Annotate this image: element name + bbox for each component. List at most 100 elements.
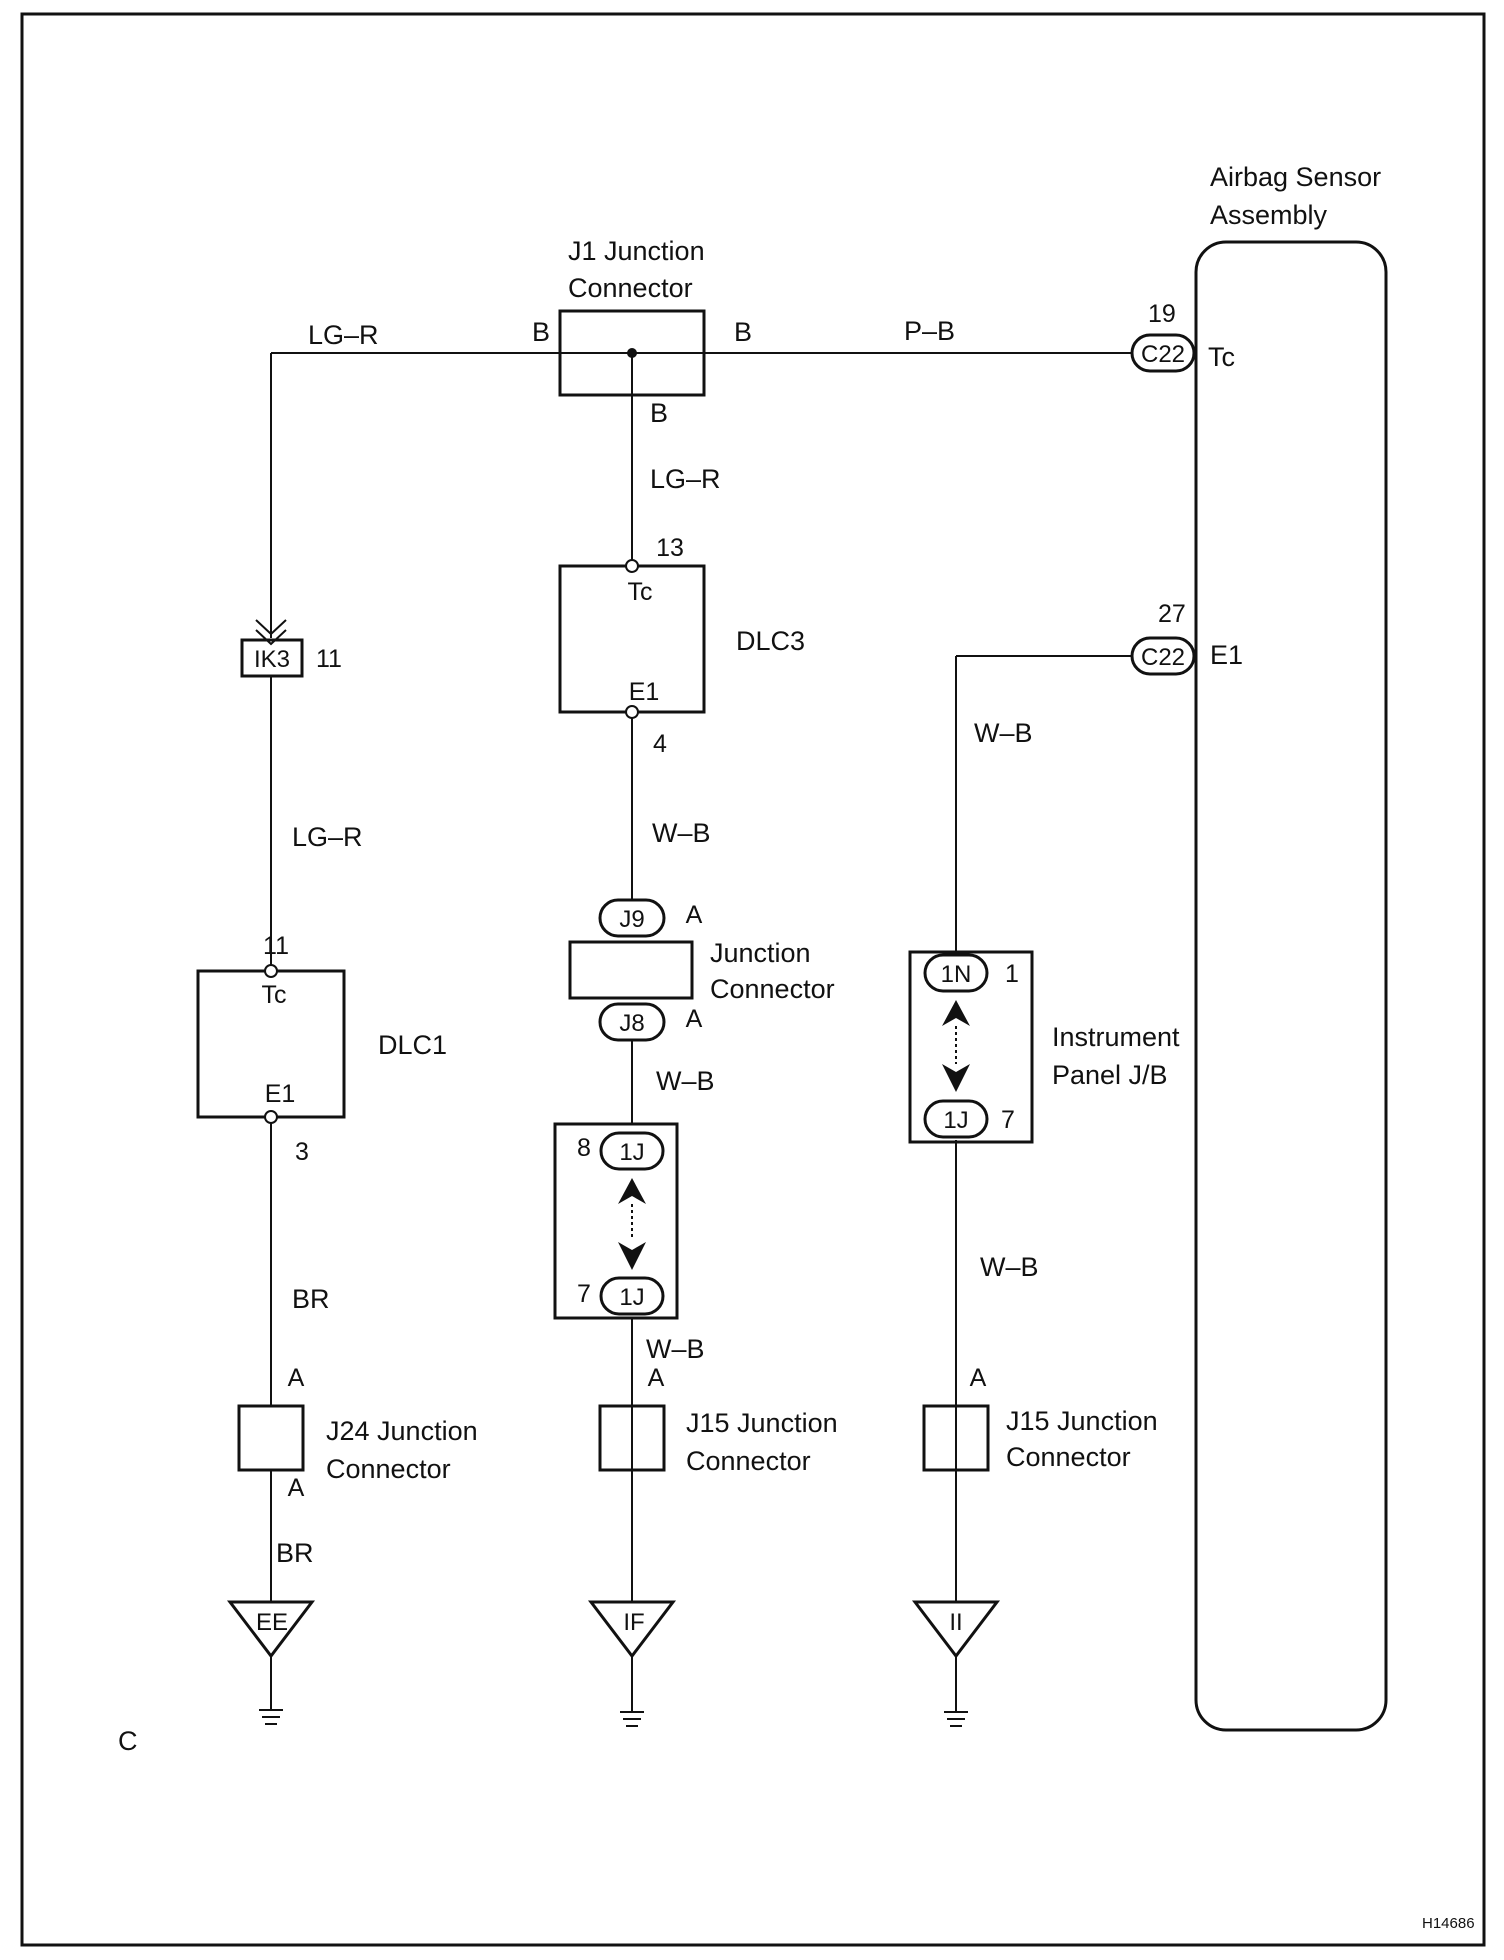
- c22-e1-connector: [1130, 636, 1196, 676]
- ik3-pin: 11: [316, 645, 342, 673]
- wire-label-j24-ground: BR: [276, 1538, 314, 1568]
- j15-center-connector: [598, 1404, 666, 1472]
- airbag-pin-tc: Tc: [1208, 342, 1235, 372]
- j1-pin-bottom: B: [650, 398, 668, 428]
- j1-splice-dot: [627, 348, 637, 358]
- dlc1-e1: E1: [265, 1080, 296, 1108]
- dlc1-tc-terminal: [264, 964, 278, 978]
- airbag-label-2: Assembly: [1210, 200, 1328, 230]
- ground-ii-triangle: [911, 1600, 1001, 1659]
- j15-right-label-1: J15 Junction: [1006, 1406, 1158, 1436]
- center-jb-bottom-connector: [599, 1276, 665, 1316]
- ground-if-triangle: [587, 1600, 677, 1659]
- ground-ii-label: II: [949, 1609, 962, 1636]
- ipjb-top-label: 1N: [941, 961, 972, 988]
- j1-pin-left: B: [532, 317, 550, 347]
- c22-e1-label: C22: [1141, 644, 1185, 671]
- j8-connector: [598, 1002, 666, 1042]
- wire-label-j8-jb: W–B: [656, 1066, 715, 1096]
- j15-center-pin: A: [648, 1364, 665, 1392]
- c22-e1-pin: 27: [1158, 600, 1186, 628]
- j15-center-label-2: Connector: [686, 1446, 811, 1476]
- dlc3-label: DLC3: [736, 626, 805, 656]
- ipjb-arrow-down: [942, 1064, 970, 1092]
- j15-center-label-1: J15 Junction: [686, 1408, 838, 1438]
- airbag-pin-e1: E1: [1210, 640, 1243, 670]
- wire-label-j1-dlc3: LG–R: [650, 464, 721, 494]
- center-jb-bottom-label: 1J: [619, 1284, 644, 1311]
- j8-label: J8: [619, 1010, 644, 1037]
- ground-if-label: IF: [623, 1609, 644, 1636]
- wire-label-jb-j15: W–B: [646, 1334, 705, 1364]
- page-border: [20, 12, 1486, 1947]
- center-jb-box: [553, 1122, 679, 1320]
- ipjb-top-pin: 1: [1005, 960, 1019, 988]
- center-jb-arrow-down: [618, 1242, 646, 1270]
- ipjb-box: [908, 950, 1034, 1144]
- ground-if-earth-icon: [620, 1711, 644, 1727]
- dlc1-pin-bottom: 3: [295, 1138, 309, 1166]
- ik3-inline-arrow: [255, 619, 287, 646]
- wire-label-ipjb-j15: W–B: [980, 1252, 1039, 1282]
- ipjb-bottom-label: 1J: [943, 1107, 968, 1134]
- dlc3-tc-terminal: [625, 559, 639, 573]
- j24-pin-top: A: [288, 1364, 305, 1392]
- ik3-connector: [240, 638, 304, 678]
- ground-ee-triangle: [226, 1600, 316, 1659]
- center-jb-top-pin: 8: [577, 1134, 591, 1162]
- dlc3-tc: Tc: [628, 578, 653, 606]
- ipjb-bottom-connector: [923, 1099, 989, 1139]
- j24-label-1: J24 Junction: [326, 1416, 478, 1446]
- j15-right-label-2: Connector: [1006, 1442, 1131, 1472]
- ipjb-label-1: Instrument: [1052, 1022, 1180, 1052]
- wire-label-top-left: LG–R: [308, 320, 379, 350]
- dlc3-pin-top: 13: [656, 534, 684, 562]
- c22-tc-pin: 19: [1148, 300, 1176, 328]
- j8-pin: A: [686, 1005, 703, 1033]
- airbag-label-1: Airbag Sensor: [1210, 162, 1381, 192]
- j9-label: J9: [619, 906, 644, 933]
- dlc3-e1-terminal: [625, 705, 639, 719]
- j15-right-pin: A: [970, 1364, 987, 1392]
- wire-label-ik3-dlc1: LG–R: [292, 822, 363, 852]
- j24-connector: [237, 1404, 305, 1472]
- j15-right-connector: [922, 1404, 990, 1472]
- j1-junction-box: [558, 309, 706, 397]
- j9-pin: A: [686, 901, 703, 929]
- c22-tc-connector: [1130, 333, 1196, 373]
- dlc3-e1: E1: [629, 678, 660, 706]
- j24-label-2: Connector: [326, 1454, 451, 1484]
- jc-j9-j8-body: [568, 940, 694, 1000]
- jc-label-2: Connector: [710, 974, 835, 1004]
- c22-tc-label: C22: [1141, 341, 1185, 368]
- j9-connector: [598, 898, 666, 938]
- ground-ee-label: EE: [256, 1609, 288, 1636]
- wire-label-top-right: P–B: [904, 316, 955, 346]
- ground-ee-earth-icon: [259, 1709, 283, 1725]
- figure-id: H14686: [1422, 1915, 1475, 1932]
- wire-label-dlc3-j9: W–B: [652, 818, 711, 848]
- ipjb-bottom-pin: 7: [1001, 1106, 1015, 1134]
- dlc1-e1-terminal: [264, 1110, 278, 1124]
- j24-pin-bottom: A: [288, 1474, 305, 1502]
- j1-pin-right: B: [734, 317, 752, 347]
- dlc1-tc: Tc: [262, 981, 287, 1009]
- ipjb-label-2: Panel J/B: [1052, 1060, 1168, 1090]
- ipjb-top-connector: [923, 953, 989, 993]
- center-jb-top-label: 1J: [619, 1139, 644, 1166]
- dlc1-pin-top: 11: [263, 932, 289, 960]
- corner-label: C: [118, 1726, 138, 1756]
- j1-label-2: Connector: [568, 273, 693, 303]
- center-jb-bottom-pin: 7: [577, 1280, 591, 1308]
- ground-ii-earth-icon: [944, 1711, 968, 1727]
- ipjb-arrow-up: [942, 1000, 970, 1026]
- ik3-label: IK3: [254, 646, 290, 673]
- wire-label-dlc1-j24: BR: [292, 1284, 330, 1314]
- airbag-sensor-box: [1194, 240, 1388, 1732]
- center-jb-arrow-up: [618, 1178, 646, 1204]
- dlc1-label: DLC1: [378, 1030, 447, 1060]
- j1-label-1: J1 Junction: [568, 236, 705, 266]
- dlc3-pin-bottom: 4: [653, 730, 667, 758]
- center-jb-top-connector: [599, 1131, 665, 1171]
